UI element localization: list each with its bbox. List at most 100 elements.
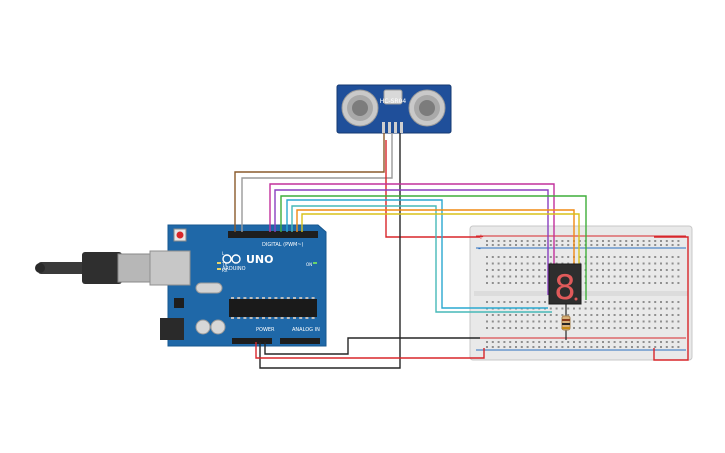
chip-pin: [280, 317, 284, 319]
breadboard-hole: [607, 282, 610, 284]
breadboard-hole: [567, 256, 570, 258]
breadboard-hole: [607, 275, 610, 278]
capacitor-left: [195, 319, 211, 335]
breadboard-hole: [526, 301, 529, 303]
breadboard-hole: [532, 269, 535, 271]
breadboard-hole: [613, 269, 616, 271]
wire-yellow: [301, 213, 580, 266]
breadboard-hole: [515, 256, 517, 258]
breadboard-hole: [486, 282, 488, 284]
breadboard-hole: [538, 269, 541, 271]
breadboard-hole: [520, 314, 523, 316]
reset-button-cap: [176, 231, 184, 239]
breadboard-hole: [544, 275, 546, 278]
breadboard-hole: [671, 346, 674, 348]
breadboard-hole: [602, 275, 604, 278]
breadboard-hole: [642, 269, 645, 271]
breadboard-hole: [602, 262, 604, 265]
breadboard-hole: [613, 256, 616, 258]
breadboard-hole: [613, 341, 616, 343]
chip-pin: [268, 317, 272, 319]
breadboard-hole: [497, 244, 500, 246]
arduino-uno[interactable]: DIGITAL (PWM~) ARDUINO UNO L TX RX ON PO…: [35, 224, 327, 347]
breadboard-hole: [486, 301, 488, 303]
breadboard-hole: [532, 346, 535, 348]
breadboard-hole: [665, 320, 668, 323]
breadboard-hole: [544, 269, 546, 271]
breadboard-hole: [631, 346, 633, 348]
breadboard-hole: [520, 341, 523, 343]
breadboard-hole: [648, 346, 651, 348]
breadboard-hole: [590, 327, 593, 329]
breadboard-hole: [486, 240, 488, 242]
breadboard-hole: [677, 282, 680, 284]
l-led-label: L: [222, 251, 225, 256]
breadboard-hole: [491, 256, 494, 258]
breadboard-hole: [648, 262, 651, 265]
seven-segment-display[interactable]: 8: [548, 263, 582, 308]
breadboard-hole: [660, 244, 662, 246]
chip-pin: [262, 317, 265, 319]
breadboard-hole: [648, 244, 651, 246]
breadboard-hole: [602, 341, 604, 343]
breadboard-hole: [509, 314, 512, 316]
breadboard-hole: [648, 256, 651, 258]
chip-pin: [293, 317, 296, 319]
chip-pin: [243, 297, 247, 299]
breadboard-hole: [671, 275, 674, 278]
breadboard-hole: [607, 262, 610, 265]
breadboard-hole: [636, 275, 639, 278]
ultrasonic-sensor[interactable]: HC-SR04: [336, 84, 452, 134]
breadboard-hole: [625, 282, 628, 284]
breadboard-hole: [573, 346, 575, 348]
breadboard-hole: [619, 327, 622, 329]
chip-pin: [249, 317, 253, 319]
breadboard-hole: [642, 320, 645, 323]
breadboard-hole: [578, 244, 581, 246]
breadboard-hole: [526, 244, 529, 246]
breadboard-hole: [596, 240, 599, 242]
breadboard-hole: [486, 314, 488, 316]
breadboard-hole: [573, 307, 575, 310]
breadboard-hole: [503, 341, 506, 343]
breadboard-hole: [515, 341, 517, 343]
on-led-label: ON: [306, 262, 312, 267]
breadboard-hole: [636, 341, 639, 343]
breadboard-hole: [491, 341, 494, 343]
breadboard-hole: [567, 240, 570, 242]
sensor-pin: [382, 122, 385, 133]
breadboard-hole: [526, 314, 529, 316]
breadboard-hole: [602, 282, 604, 284]
breadboard-hole: [515, 346, 517, 348]
breadboard-hole: [509, 327, 512, 329]
breadboard-hole: [538, 314, 541, 316]
breadboard-hole: [665, 275, 668, 278]
breadboard-hole: [607, 244, 610, 246]
breadboard-hole: [677, 301, 680, 303]
breadboard-hole: [654, 346, 657, 348]
breadboard-hole: [625, 256, 628, 258]
breadboard-hole: [607, 307, 610, 310]
breadboard-hole: [544, 282, 546, 284]
breadboard-hole: [520, 256, 523, 258]
breadboard-hole: [515, 269, 517, 271]
breadboard-hole: [596, 244, 599, 246]
breadboard-hole: [660, 327, 662, 329]
breadboard-hole: [526, 282, 529, 284]
breadboard-hole: [613, 244, 616, 246]
breadboard-hole: [654, 341, 657, 343]
resistor[interactable]: [561, 315, 571, 331]
breadboard-hole: [503, 256, 506, 258]
rx-label: RX: [222, 268, 228, 273]
breadboard-hole: [654, 320, 657, 323]
chip-pin: [274, 317, 278, 319]
breadboard-hole: [590, 314, 593, 316]
breadboard-hole: [515, 327, 517, 329]
breadboard-hole: [584, 327, 587, 329]
chip-pin: [249, 297, 253, 299]
breadboard-hole: [602, 320, 604, 323]
breadboard-hole: [677, 275, 680, 278]
breadboard-hole: [497, 269, 500, 271]
breadboard-hole: [561, 244, 564, 246]
breadboard-hole: [596, 341, 599, 343]
